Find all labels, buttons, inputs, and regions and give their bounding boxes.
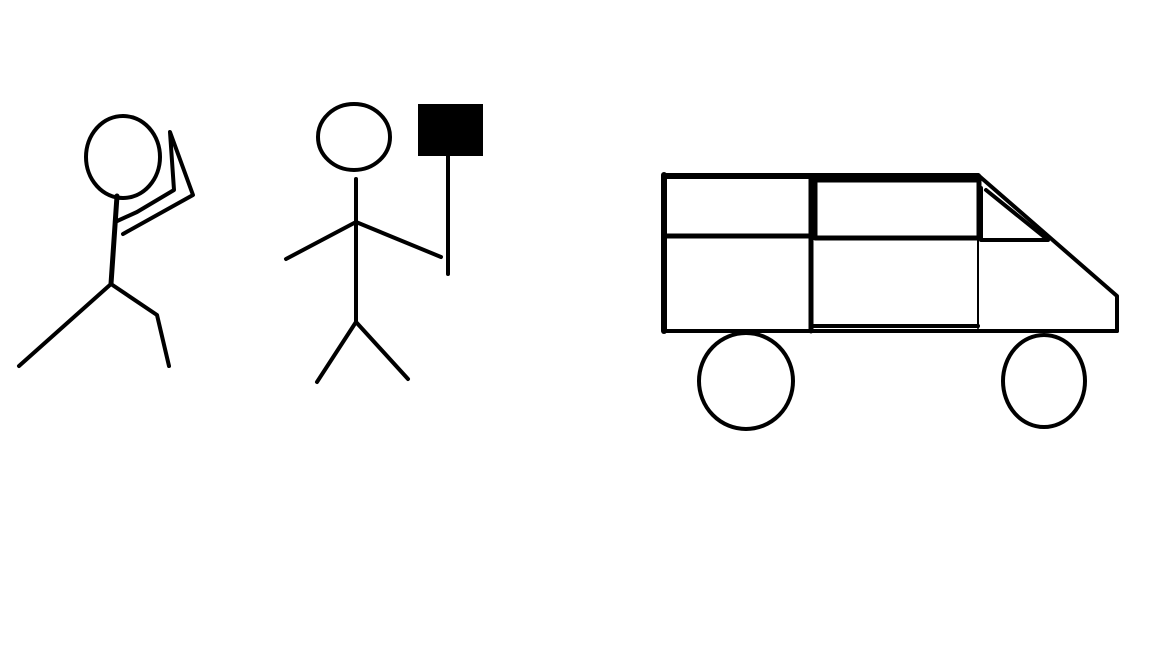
sign-board bbox=[418, 104, 483, 156]
left-figure-raised-arm bbox=[113, 130, 195, 236]
van bbox=[661, 172, 1119, 431]
left-figure-head bbox=[84, 114, 162, 200]
stick-figure-hand-to-head bbox=[17, 114, 195, 368]
left-figure-left-leg bbox=[17, 282, 113, 368]
middle-figure-right-arm bbox=[354, 220, 443, 259]
middle-figure-right-leg bbox=[354, 320, 410, 381]
middle-figure-head bbox=[316, 102, 392, 172]
left-figure-right-leg bbox=[109, 282, 171, 368]
van-front-wheel bbox=[1001, 333, 1087, 429]
van-rear-wheel bbox=[697, 331, 795, 431]
left-figure-torso bbox=[108, 193, 120, 287]
middle-figure-left-arm bbox=[284, 220, 358, 261]
van-side-window bbox=[812, 177, 982, 241]
middle-figure-left-leg bbox=[315, 320, 358, 384]
van-cab-window bbox=[979, 186, 1050, 242]
stick-figure-holding-sign bbox=[284, 102, 483, 384]
van-body-outline bbox=[662, 173, 1119, 333]
